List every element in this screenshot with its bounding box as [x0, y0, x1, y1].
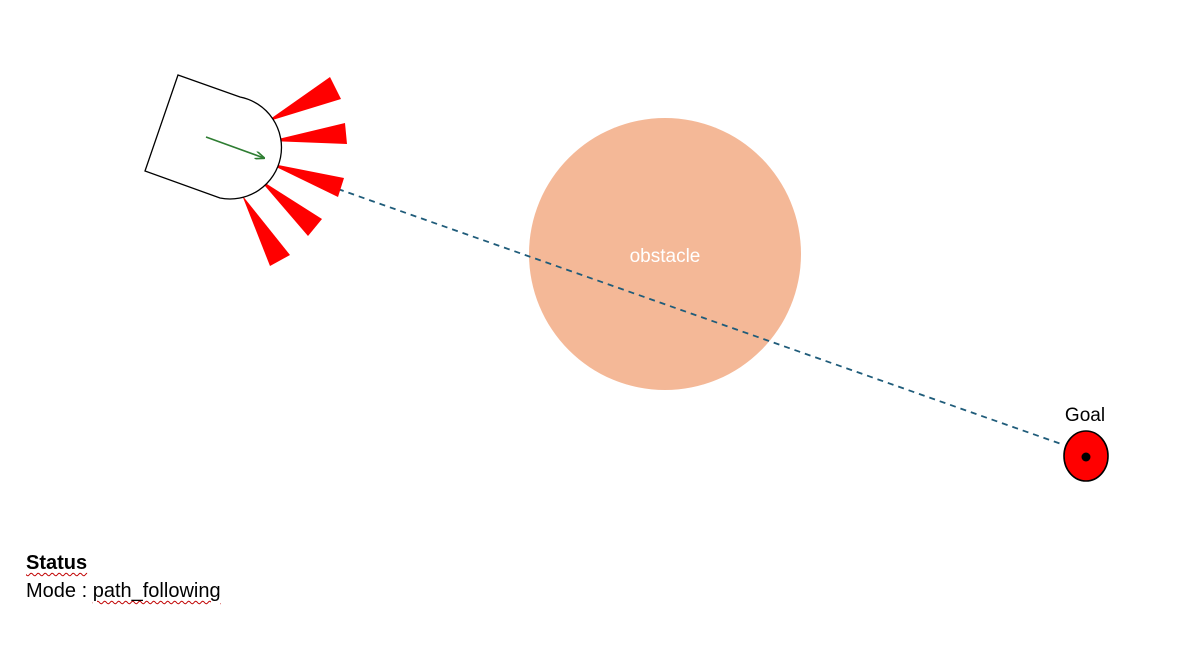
obstacle-label: obstacle: [630, 246, 701, 267]
sensor-beam-2: [270, 123, 347, 144]
status-title: Status: [26, 549, 221, 577]
sensor-beam-3: [268, 163, 344, 197]
status-title-text: Status: [26, 552, 88, 574]
mode-value: path_following: [92, 580, 221, 602]
mode-label: Mode :: [26, 580, 93, 602]
goal-label: Goal: [1065, 405, 1105, 426]
sensor-beam-5: [242, 195, 290, 266]
status-panel: Status Mode : path_following: [26, 549, 221, 605]
sensor-beam-1: [266, 77, 341, 122]
planned-path-line: [337, 188, 1065, 446]
sensor-beam-4: [259, 179, 322, 236]
goal-center-dot: [1081, 452, 1091, 462]
status-mode-row: Mode : path_following: [26, 577, 221, 605]
robot-body: [144, 74, 283, 200]
goal-target-icon: [1063, 430, 1109, 482]
heading-arrow-icon: [205, 136, 264, 158]
sensor-beams: [242, 77, 347, 266]
obstacle-circle: [529, 118, 801, 390]
